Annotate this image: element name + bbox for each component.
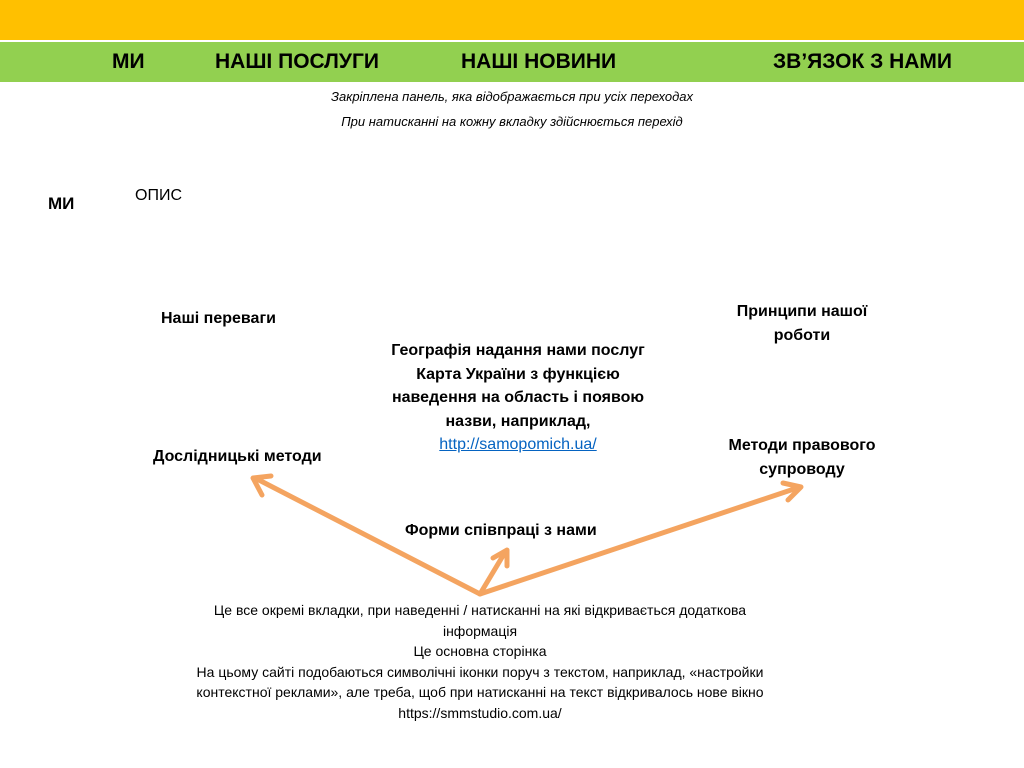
arrow-to-cooperation [477,551,507,597]
section-title: МИ [48,194,75,213]
arrow-head-research [250,473,274,498]
nav-item-news[interactable]: НАШІ НОВИНИ [461,50,617,73]
tab-principles[interactable]: Принципи нашої роботи [736,303,868,344]
arrow-to-research [254,476,483,597]
note-fixed-panel: Закріплена панель, яка відображається пр… [330,89,694,104]
arrow-to-legal [477,485,800,597]
tab-legal-methods[interactable]: Методи правового супроводу [728,437,876,478]
nav-item-we[interactable]: МИ [112,50,145,73]
note-tab-transition: При натисканні на кожну вкладку здійснює… [341,114,683,129]
geography-title: Географія надання нами послуг [391,342,645,359]
arrow-head-cooperation [490,547,510,569]
tab-cooperation[interactable]: Форми співпраці з нами [405,522,597,539]
bottom-notes: Це все окремі вкладки, при наведенні / н… [180,600,780,723]
nav-item-services[interactable]: НАШІ ПОСЛУГИ [215,50,379,73]
tab-research-methods[interactable]: Дослідницькі методи [153,448,322,465]
tab-advantages[interactable]: Наші переваги [161,310,276,327]
top-banner [0,0,1024,40]
tab-geography[interactable]: Географія надання нами послуг Карта Укра… [388,339,648,457]
arrow-head-legal [780,480,804,503]
geography-link[interactable]: http://samopomich.ua/ [439,436,597,453]
bottom-note-main-page: Це основна сторінка [413,643,547,659]
nav-item-contact[interactable]: ЗВ’ЯЗОК З НАМИ [773,50,953,73]
bottom-note-tabs: Це все окремі вкладки, при наведенні / н… [213,602,747,639]
section-description: ОПИС [135,187,182,204]
geography-map-note: Карта України з функцією наведення на об… [391,365,645,430]
nav-bar: МИ НАШІ ПОСЛУГИ НАШІ НОВИНИ ЗВ’ЯЗОК З НА… [0,42,1024,82]
bottom-note-icons: На цьому сайті подобаються символічні ік… [196,663,764,701]
bottom-note-url: https://smmstudio.com.ua/ [398,704,562,721]
